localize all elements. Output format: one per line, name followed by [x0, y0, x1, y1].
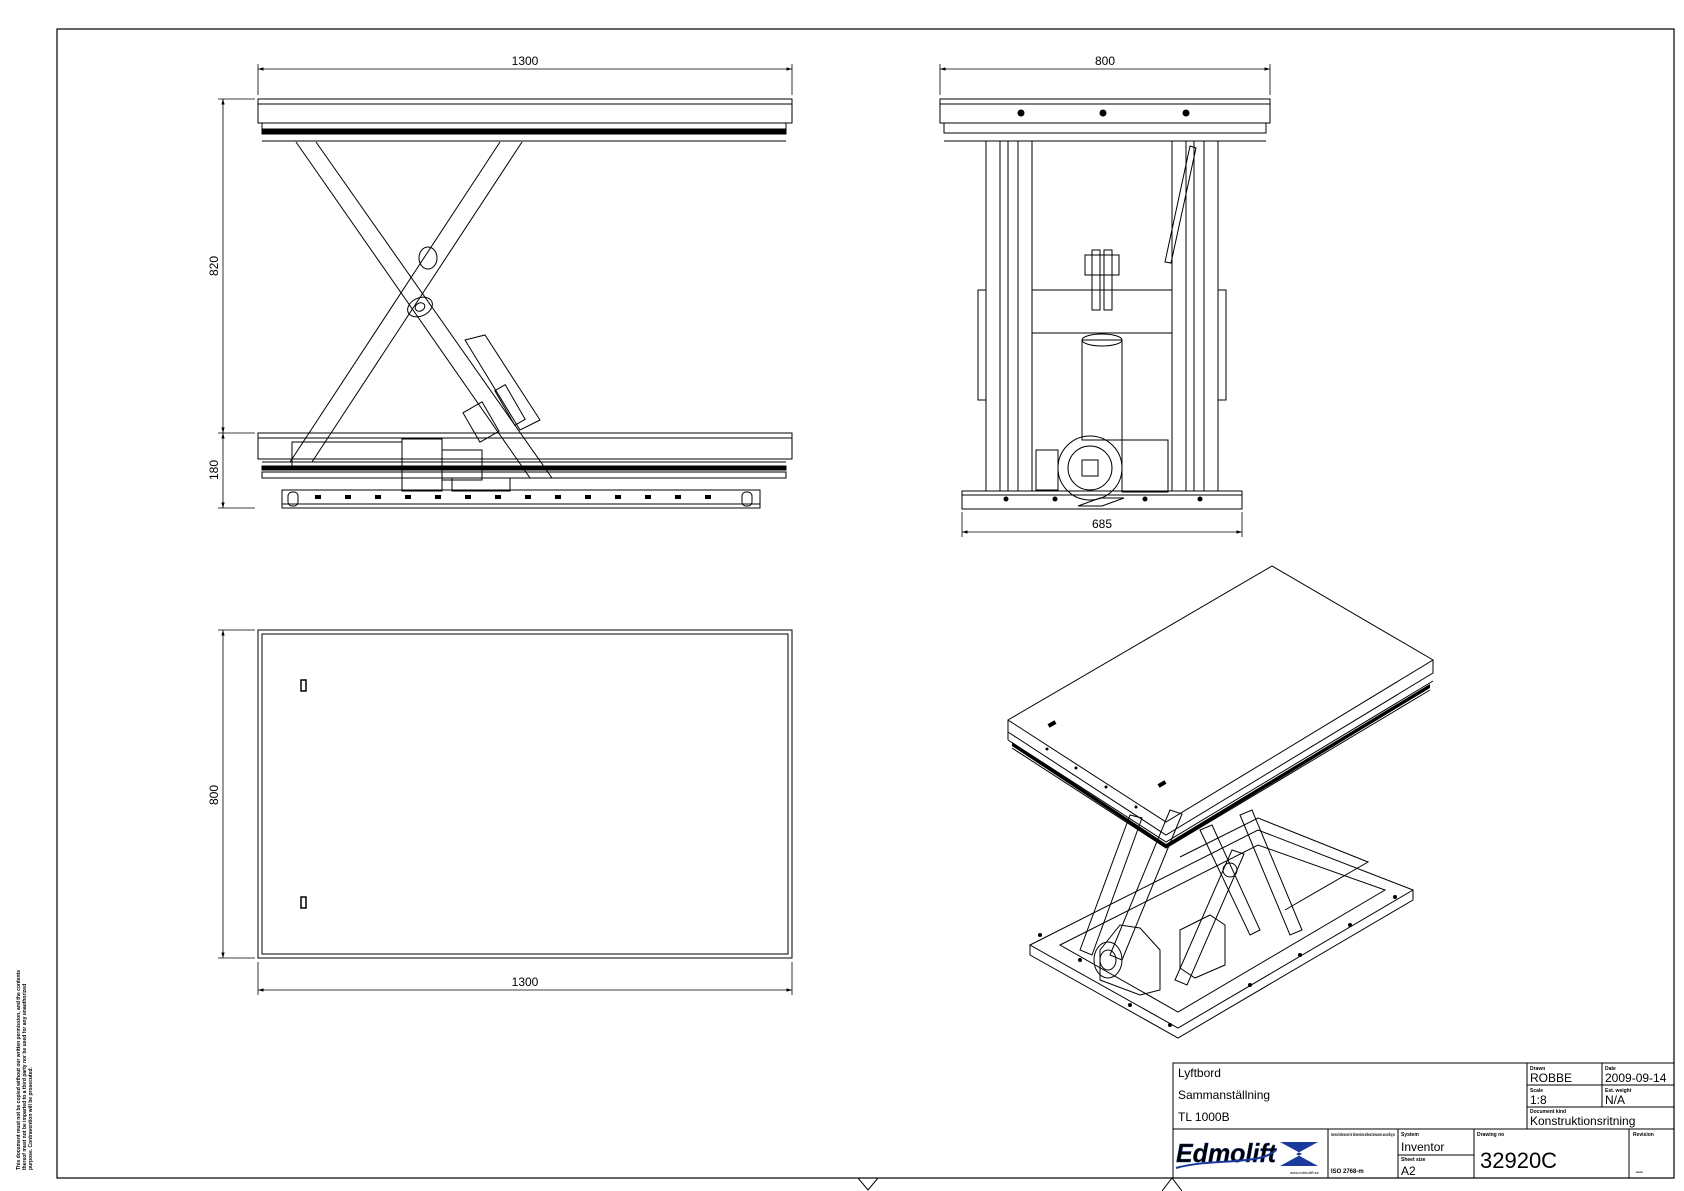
dim-side-base-height: 180 — [207, 460, 221, 480]
sheet-size-label: Sheet size — [1401, 1157, 1426, 1163]
dim-side-lift-height: 820 — [207, 256, 221, 276]
scale-label: Scale — [1530, 1088, 1543, 1094]
edmolift-url: www.edmolift.se — [1290, 1170, 1320, 1175]
date-label: Date — [1605, 1066, 1616, 1072]
date-value: 2009-09-14 — [1605, 1071, 1667, 1085]
side-view-base-holes — [315, 495, 711, 499]
system-value: Inventor — [1401, 1140, 1444, 1154]
plan-view — [257, 629, 793, 959]
edmolift-scissor-icon — [1280, 1142, 1318, 1166]
scale-value: 1:8 — [1530, 1093, 1547, 1107]
revision-value: _ — [1635, 1159, 1643, 1173]
doctype-label: Document kind — [1530, 1109, 1566, 1115]
edmolift-logo-text: Edmolift — [1176, 1138, 1277, 1168]
dim-plan-depth: 800 — [207, 785, 221, 805]
system-label: System — [1401, 1132, 1419, 1138]
tolerances-value: ISO 2768-m — [1331, 1169, 1364, 1175]
dim-plan-width: 1300 — [512, 975, 539, 989]
end-view-dimensions — [939, 64, 1271, 537]
drawing-no-value: 32920C — [1480, 1148, 1557, 1173]
title-line-1: Lyftbord — [1178, 1066, 1221, 1080]
title-line-3: TL 1000B — [1178, 1110, 1230, 1124]
end-view-fasteners — [1003, 109, 1203, 502]
drawing-no-label: Drawing no — [1477, 1132, 1504, 1138]
drawn-value: ROBBE — [1530, 1071, 1572, 1085]
isometric-fills — [1012, 684, 1430, 1027]
copyright-disclaimer: This document must not be copied without… — [16, 969, 34, 1170]
side-view — [257, 98, 793, 509]
sheet-size-value: A2 — [1401, 1164, 1416, 1178]
side-view-dimensions — [218, 64, 793, 509]
dim-end-width: 800 — [1095, 54, 1115, 68]
tolerances-label: General tolerances for dimensions withou… — [1331, 1132, 1395, 1137]
title-line-2: Sammanställning — [1178, 1088, 1270, 1102]
title-block-lines — [1172, 1062, 1675, 1179]
plan-view-dimensions — [218, 629, 793, 995]
weight-value: N/A — [1605, 1093, 1625, 1107]
drawing-frame — [56, 28, 1675, 1179]
dim-end-base-width: 685 — [1092, 517, 1112, 531]
isometric-view — [1007, 565, 1434, 1039]
drawn-label: Drawn — [1530, 1066, 1545, 1072]
revision-label: Revision — [1633, 1132, 1654, 1138]
tolerances-label-text: General tolerances for dimensions withou… — [1331, 1132, 1395, 1137]
orientation-mark-bottom — [1161, 1177, 1183, 1191]
weight-label: Est. weight — [1605, 1088, 1632, 1094]
end-view — [939, 98, 1271, 510]
edmolift-logo-swoosh — [1175, 1149, 1277, 1169]
doctype-value: Konstruktionsritning — [1530, 1114, 1635, 1128]
centering-mark-bottom — [857, 1177, 879, 1191]
dim-side-width: 1300 — [512, 54, 539, 68]
